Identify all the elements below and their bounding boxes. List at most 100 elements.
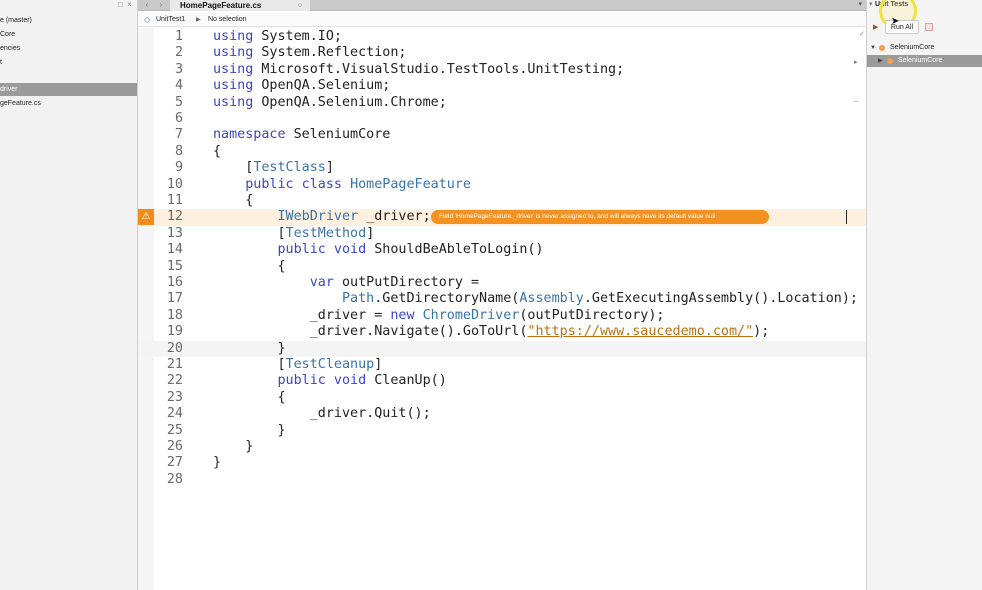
code-line[interactable]: 8{ xyxy=(138,144,866,160)
code-line[interactable]: 19 _driver.Navigate().GoToUrl("https://w… xyxy=(138,324,866,340)
code-token: public void xyxy=(213,373,367,389)
solution-tree-item[interactable]: geFeature.cs xyxy=(0,100,41,107)
breadcrumb-class[interactable]: UnitTest1 xyxy=(156,16,186,23)
line-number: 23 xyxy=(166,389,183,405)
code-text: } xyxy=(213,423,285,439)
test-tree-item[interactable]: ▶SeleniumCore xyxy=(867,55,982,67)
test-status-icon xyxy=(887,58,893,64)
code-token: _driver = xyxy=(213,307,391,323)
line-number: 25 xyxy=(166,422,183,438)
code-line[interactable]: 15 { xyxy=(138,259,866,275)
stop-icon[interactable] xyxy=(925,23,933,31)
solution-tree-item[interactable]: e (master) xyxy=(0,17,32,24)
code-token: OpenQA.Selenium.Chrome; xyxy=(261,94,447,110)
code-line[interactable]: 21 [TestCleanup] xyxy=(138,357,866,373)
code-text: _driver.Navigate().GoToUrl("https://www.… xyxy=(213,324,770,340)
code-line[interactable]: 6 xyxy=(138,111,866,127)
code-token: _driver.Navigate().GoToUrl( xyxy=(213,324,528,340)
code-line[interactable]: 12 IWebDriver _driver;⚠Field 'HomePageFe… xyxy=(138,209,866,226)
code-token: using xyxy=(213,94,254,110)
code-line[interactable]: 28 xyxy=(138,472,866,488)
code-token: { xyxy=(213,193,254,208)
line-number: 26 xyxy=(166,439,183,454)
tab-close-icon[interactable]: ○ xyxy=(297,2,302,9)
warning-bubble[interactable]: Field 'HomePageFeature._driver' is never… xyxy=(431,210,769,225)
code-line[interactable]: 24 _driver.Quit(); xyxy=(138,406,866,422)
expand-arrow-icon[interactable]: ▸ xyxy=(854,59,858,66)
code-line[interactable]: 10 public class HomePageFeature xyxy=(138,177,866,193)
code-text: var outPutDirectory = xyxy=(213,275,479,291)
class-icon: ◇ xyxy=(144,15,151,24)
code-text: namespace SeleniumCore xyxy=(213,127,390,143)
code-line[interactable]: 27} xyxy=(138,455,866,471)
line-number: 4 xyxy=(174,78,183,94)
code-line[interactable]: 23 { xyxy=(138,390,866,406)
collapse-dash-icon[interactable]: – xyxy=(854,98,858,105)
solution-tree-item[interactable]: t xyxy=(0,59,2,66)
code-token: Assembly xyxy=(519,291,584,307)
tab-label: HomePageFeature.cs xyxy=(180,1,262,10)
code-text: { xyxy=(213,389,286,406)
line-number: 21 xyxy=(166,357,183,372)
code-line[interactable]: 16 var outPutDirectory = xyxy=(138,275,866,291)
code-line[interactable]: 26 } xyxy=(138,439,866,455)
code-token: TestCleanup xyxy=(285,357,375,372)
code-line[interactable]: 20 } xyxy=(138,340,866,357)
editor-overview-ruler[interactable]: ✓ xyxy=(858,28,866,590)
warning-icon[interactable]: ⚠ xyxy=(138,209,154,226)
line-number: 10 xyxy=(166,176,183,192)
code-line[interactable]: 17 Path.GetDirectoryName(Assembly.GetExe… xyxy=(138,291,866,307)
code-line[interactable]: 11 { xyxy=(138,193,866,209)
solution-pad: □ × e (master) Core encies t driver geFeature… xyxy=(0,0,138,590)
line-number: 7 xyxy=(174,127,183,143)
code-line[interactable]: 22 public void CleanUp() xyxy=(138,373,866,389)
line-number: 1 xyxy=(174,29,183,44)
tab-homepagefeature[interactable]: HomePageFeature.cs ○ xyxy=(170,0,310,11)
solution-tree-item[interactable]: encies xyxy=(0,45,21,52)
line-number: 13 xyxy=(166,225,183,241)
code-line[interactable]: 13 [TestMethod] xyxy=(138,226,866,242)
collapse-icon[interactable]: ▾ xyxy=(869,1,873,8)
code-token: namespace xyxy=(213,127,286,143)
code-line[interactable]: 14 public void ShouldBeAbleToLogin() xyxy=(138,242,866,258)
code-text: [TestMethod] xyxy=(213,226,374,242)
checkmark-icon: ✓ xyxy=(859,31,865,38)
code-token: { xyxy=(213,389,286,405)
expanded-arrow-icon[interactable]: ▼ xyxy=(870,45,876,51)
code-line[interactable]: 25 } xyxy=(138,423,866,439)
maximize-icon[interactable]: □ xyxy=(118,0,123,9)
back-icon[interactable]: ‹ xyxy=(145,0,149,9)
line-number: 28 xyxy=(166,471,183,487)
code-text: using OpenQA.Selenium.Chrome; xyxy=(213,95,447,111)
code-token: TestMethod xyxy=(285,225,367,241)
run-all-button[interactable]: Run All xyxy=(885,20,919,34)
tab-bar: ‹ › HomePageFeature.cs ○ ▾ xyxy=(138,0,866,11)
line-number: 8 xyxy=(174,143,183,159)
forward-icon[interactable]: › xyxy=(159,0,163,9)
collapsed-arrow-icon[interactable]: ▶ xyxy=(878,58,883,64)
line-number: 3 xyxy=(174,61,183,77)
code-line[interactable]: 9 [TestClass] xyxy=(138,160,866,176)
test-tree-item[interactable]: ▼SeleniumCore xyxy=(867,42,982,54)
solution-tree-item[interactable]: Core xyxy=(0,31,16,38)
code-token: ChromeDriver xyxy=(422,307,520,323)
code-token: System.IO; xyxy=(261,29,342,44)
tab-overflow-icon[interactable]: ▾ xyxy=(858,1,862,8)
code-token: [ xyxy=(213,160,254,176)
code-line[interactable]: 7 namespace SeleniumCore xyxy=(138,127,866,143)
code-text: public void ShouldBeAbleToLogin() xyxy=(213,242,543,258)
solution-tree-item[interactable]: driver xyxy=(0,83,137,96)
close-icon[interactable]: × xyxy=(127,0,132,9)
code-line[interactable]: 18 _driver = new ChromeDriver(outPutDire… xyxy=(138,308,866,324)
code-token: } xyxy=(213,439,254,454)
code-token: Path xyxy=(213,291,375,307)
code-text: } xyxy=(213,341,285,357)
breadcrumb-member[interactable]: No selection xyxy=(208,16,247,23)
run-tests-icon[interactable]: ▶ xyxy=(873,24,879,31)
